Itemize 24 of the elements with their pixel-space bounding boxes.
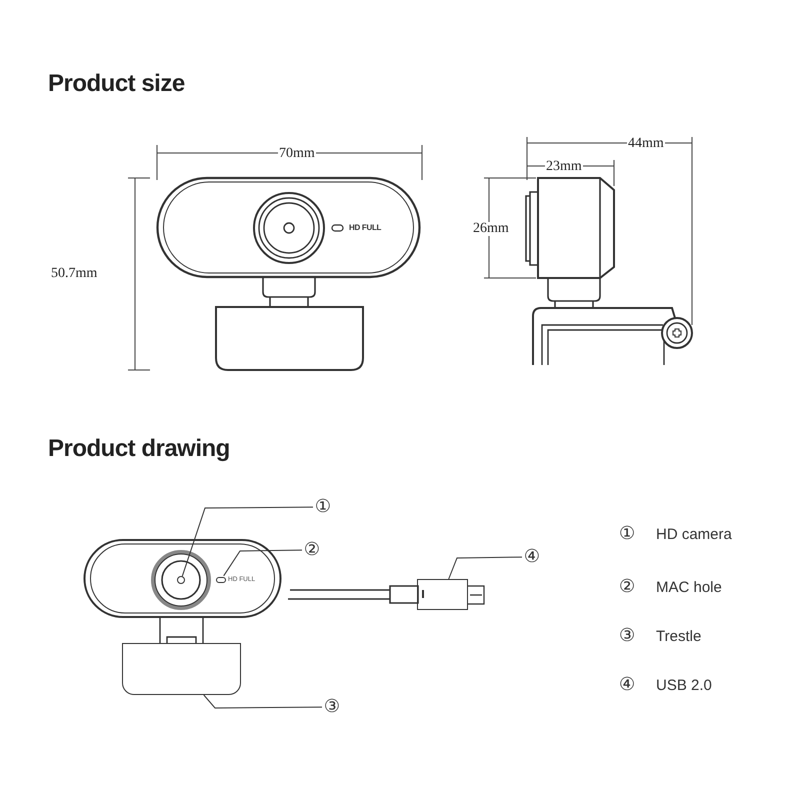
callout-number: ① bbox=[619, 525, 636, 543]
legend-text: HD camera bbox=[656, 527, 732, 542]
leader-line bbox=[223, 550, 302, 576]
legend-text: USB 2.0 bbox=[656, 678, 712, 693]
trestle-base bbox=[122, 643, 241, 695]
microphone-hole bbox=[216, 577, 226, 583]
callout-number: ③ bbox=[322, 697, 342, 717]
dimension-label: 26mm bbox=[472, 222, 510, 236]
callout-number: ③ bbox=[619, 627, 636, 645]
heading: Product drawing bbox=[48, 437, 230, 461]
callout-number: ① bbox=[313, 497, 333, 517]
callout-number: ④ bbox=[619, 676, 636, 694]
lens-center bbox=[177, 576, 185, 584]
printed-text: HD FULL bbox=[349, 224, 382, 232]
legend-text: Trestle bbox=[656, 629, 702, 644]
callout-number: ② bbox=[619, 578, 636, 596]
heading: Product size bbox=[48, 72, 185, 96]
leader-line bbox=[448, 556, 522, 580]
leader-line bbox=[203, 694, 322, 708]
callout-number: ④ bbox=[522, 547, 542, 567]
usb-plug bbox=[417, 579, 468, 610]
leader-line bbox=[182, 506, 314, 577]
callout-number: ② bbox=[302, 540, 322, 560]
legend-text: MAC hole bbox=[656, 580, 722, 595]
